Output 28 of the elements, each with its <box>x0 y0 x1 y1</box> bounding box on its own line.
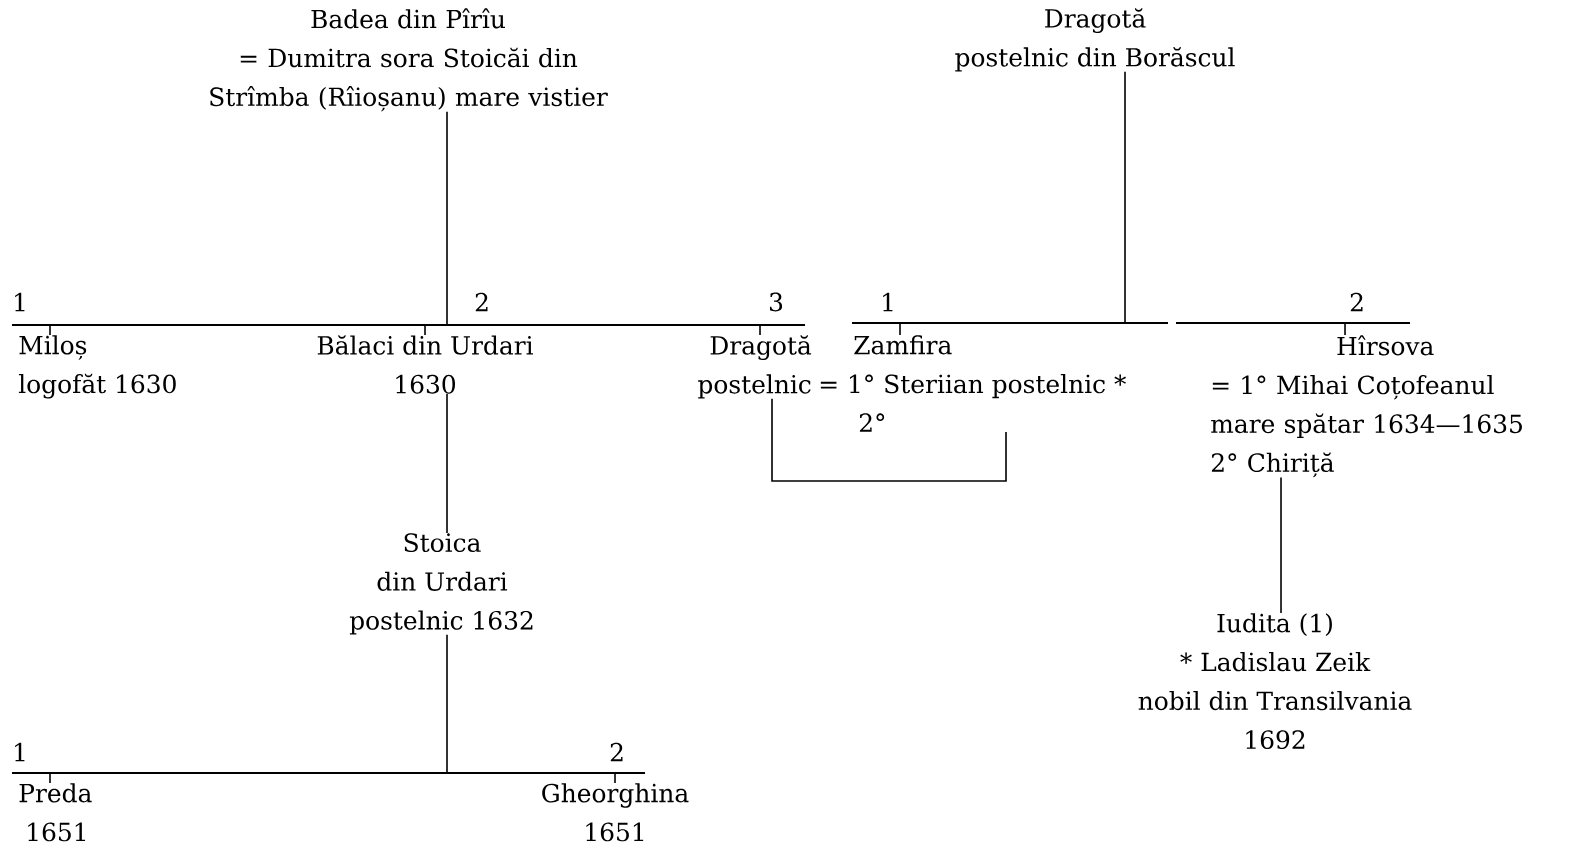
genealogy-entry: Zamfira = 1° Steriian postelnic * 2° <box>820 335 1127 432</box>
genealogy-entry: Iudita (1) * Ladislau Zeik nobil din Transilvania 1692 <box>1138 613 1412 750</box>
descent-line <box>424 325 426 336</box>
genealogy-entry: Bălaci din Urdari 1630 <box>317 335 533 394</box>
descent-line <box>614 773 616 784</box>
descent-line <box>49 773 51 784</box>
genealogy-entry: Stoica din Urdari postelnic 1632 <box>349 533 533 635</box>
descent-line <box>1280 476 1282 614</box>
descent-line <box>1124 70 1126 323</box>
sibling-number: 2 <box>610 742 623 762</box>
descent-line <box>899 323 901 336</box>
marriage-bracket <box>771 397 1007 482</box>
descent-line <box>49 325 51 336</box>
descent-line <box>446 393 448 534</box>
descent-line <box>446 110 448 325</box>
sibling-number: 1 <box>883 292 893 312</box>
genealogy-entry: Gheorghina 1651 <box>542 783 689 842</box>
genealogy-entry: Hîrsova = 1° Mihai Coțofeanul mare spătar 1634—1635 2° Chiriță <box>1211 335 1522 478</box>
descent-line <box>446 634 448 773</box>
descent-line <box>1344 323 1346 336</box>
descent-line <box>759 325 761 336</box>
sibling-number: 3 <box>770 292 783 312</box>
genealogy-entry: Dragotă postelnic <box>698 335 812 399</box>
genealogy-entry: Dragotă postelnic din Borăscul <box>955 8 1235 72</box>
genealogy-entry: Preda 1651 <box>19 783 92 842</box>
genealogy-entry: Miloș logofăt 1630 <box>18 335 176 399</box>
sibling-number: 2 <box>1350 292 1363 312</box>
genealogy-entry: Badea din Pîrîu = Dumitra sora Stoicăi din Strîmba (Rîioșanu) mare vistier <box>210 8 608 112</box>
